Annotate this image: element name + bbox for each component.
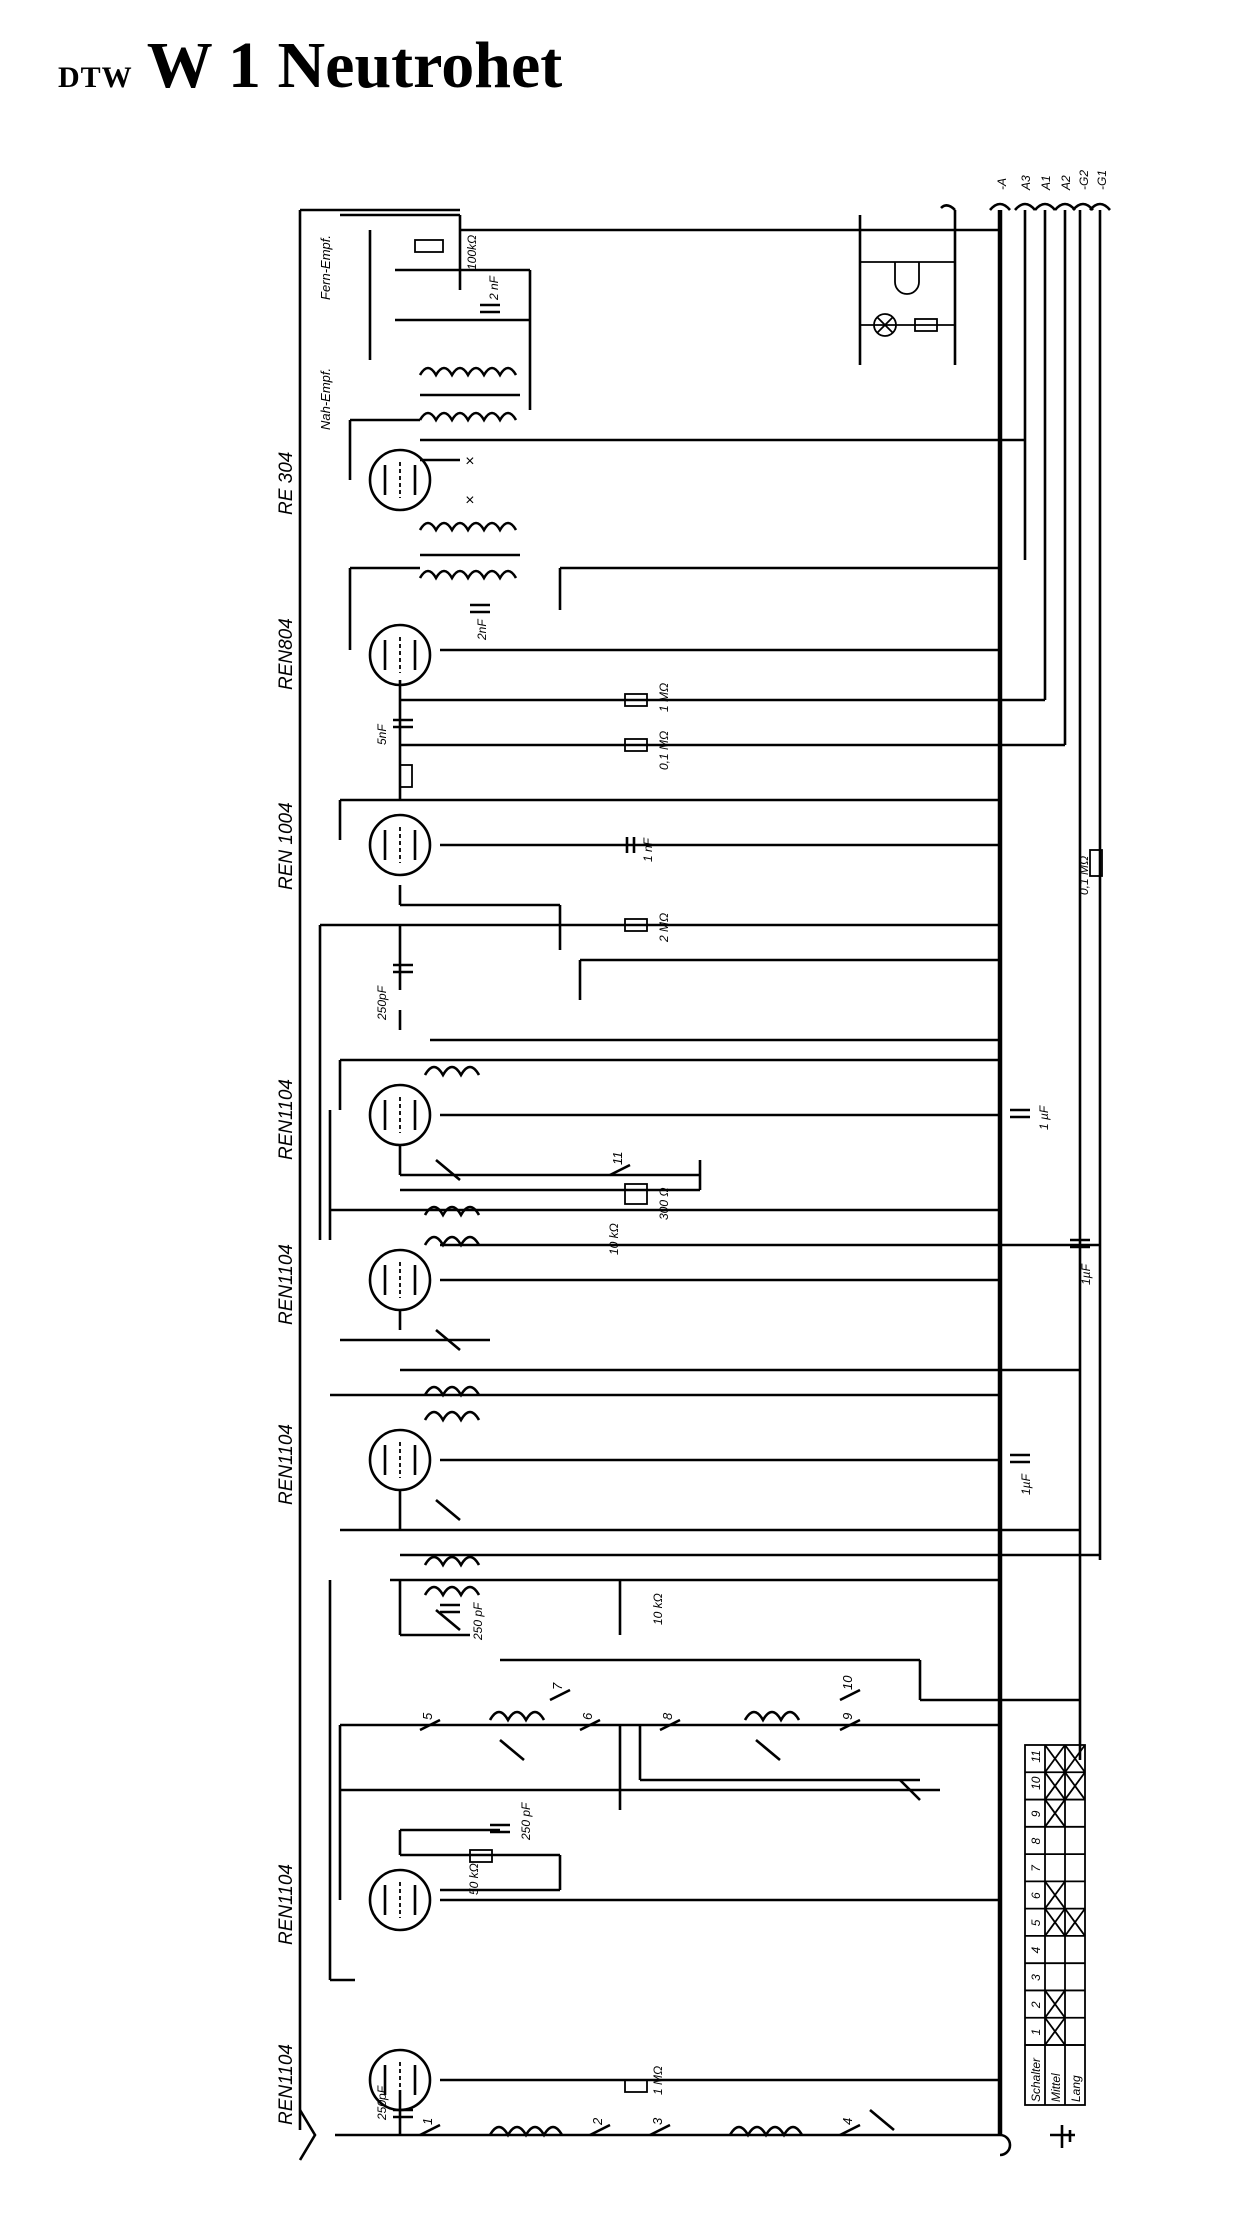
label-c-1nf: 1 nF: [641, 837, 655, 862]
label-r-300: 300 Ω: [657, 1188, 671, 1220]
table-col-header: 4: [1029, 1947, 1043, 1954]
label-c-2nf: 2 nF: [487, 275, 501, 301]
table-col-header: 10: [1029, 1776, 1043, 1790]
coil-symbols: [423, 1065, 804, 2138]
tube-label: REN1104: [276, 1079, 297, 1160]
label-c-250pf-c: 250 pF: [519, 1802, 533, 1841]
table-mark: [1044, 1771, 1066, 1801]
table-col-header: 1: [1029, 2029, 1043, 2036]
brand-label: DTW: [58, 61, 133, 94]
label-r-100k: 100kΩ: [465, 235, 479, 270]
switch-number: 10: [840, 1675, 855, 1690]
label-c-1uf-c: 1µF: [1019, 1473, 1033, 1495]
table-mark: [1064, 1771, 1086, 1801]
table-col-header: 7: [1029, 1864, 1043, 1872]
label-nah-empf: Nah-Empf.: [318, 368, 333, 430]
label-fern-empf: Fern-Empf.: [318, 235, 333, 300]
label-r-10k-b: 10 kΩ: [651, 1593, 665, 1625]
tube-labels: RE 304 REN804 REN 1004 REN1104 REN1104 R…: [276, 452, 297, 2125]
tube-label: REN1104: [276, 1424, 297, 1505]
tube-symbols: [368, 448, 432, 2112]
label-r-01m: 0,1 MΩ: [657, 731, 671, 770]
label-c-5nf: 5nF: [375, 724, 389, 745]
component-labels: Fern-Empf. Nah-Empf. 100kΩ 2 nF 2nF 5nF …: [318, 235, 1093, 2121]
switch-number: 8: [660, 1712, 675, 1720]
table-row-label: Lang: [1069, 2075, 1083, 2102]
table-col-header: 2: [1029, 2001, 1043, 2009]
label-c-1uf-a: 1 µF: [1037, 1105, 1051, 1130]
label-r-50k: 50 kΩ: [467, 1863, 481, 1895]
table-mark: [1044, 1799, 1066, 1828]
tube-label: REN1104: [276, 1864, 297, 1945]
tube-ren1004: [368, 813, 432, 877]
table-col-header: 9: [1029, 1810, 1043, 1817]
label-c-250pf-d: 250pF: [375, 2085, 389, 2121]
table-col-header: 8: [1029, 1837, 1043, 1844]
table-mark: [1044, 1744, 1066, 1773]
switch-number: 7: [550, 1682, 565, 1690]
switch-number: 2: [590, 2117, 605, 2126]
tube-re304: [368, 448, 432, 512]
table-col-header: 6: [1029, 1892, 1043, 1899]
tube-label: REN 1004: [276, 802, 297, 890]
label-r-10k: 10 kΩ: [607, 1223, 621, 1255]
label-c-2nf-b: 2nF: [475, 619, 489, 641]
tube-label: REN1104: [276, 2044, 297, 2125]
page-title: DTW W 1 Neutrohet: [58, 28, 562, 104]
table-col-header: 3: [1029, 1974, 1043, 1981]
label-r-1m-b: 1 MΩ: [651, 2066, 665, 2095]
main-wiring: × ×: [298, 202, 1111, 2137]
svg-text:×: ×: [465, 453, 474, 470]
tube-label: REN804: [276, 618, 297, 690]
switch-number: 1: [420, 2118, 435, 2125]
passive-components: [298, 603, 1103, 2161]
terminal-label: A2: [1059, 175, 1073, 191]
switch-numbers: 1 2 3 4 5 6 7 8 9 10 11: [420, 1152, 855, 2127]
switch-number: 4: [840, 2118, 855, 2125]
tube-label: REN1104: [276, 1244, 297, 1325]
model-label: W 1 Neutrohet: [146, 29, 563, 102]
terminal-label: A3: [1019, 175, 1033, 191]
tube-ren1104-if3: [368, 1428, 432, 1492]
switch-number: 3: [650, 2117, 665, 2125]
switch-number: 11: [610, 1152, 625, 1166]
table-mark: [1044, 2017, 1066, 2046]
table-mark: [1044, 1908, 1066, 1937]
switch-number: 5: [420, 1712, 435, 1720]
switch-number: 9: [840, 1713, 855, 1720]
label-c-1uf-b: 1µF: [1079, 1263, 1093, 1285]
terminal-label: A1: [1039, 175, 1053, 191]
terminal-labels: -A A3 A1 A2 -G2 -G1: [995, 170, 1109, 191]
terminal-label: -G1: [1095, 170, 1109, 190]
table-cells: 1 2 3 4 5 6 7 8 9 10 11: [1025, 1744, 1086, 2046]
label-r-1m: 1 MΩ: [657, 683, 671, 712]
label-r-2m: 2 MΩ: [657, 913, 671, 943]
table-mark: [1044, 1880, 1066, 1910]
table-col-header: 11: [1029, 1750, 1043, 1762]
tube-ren1104-osc: [368, 1868, 432, 1932]
svg-text:×: ×: [465, 492, 474, 509]
label-r-01m-right: 0,1 MΩ: [1077, 856, 1091, 895]
table-mark: [1064, 1744, 1086, 1773]
table-header-label: Schalter: [1029, 2057, 1043, 2102]
switch-table: 1 2 3 4 5 6 7 8 9 10 11 Schalter Mittel Lang: [1024, 1744, 1086, 2106]
terminal-label: -A: [995, 178, 1009, 190]
table-col-header: 5: [1029, 1919, 1043, 1926]
tube-label: RE 304: [276, 452, 297, 515]
label-c-250pf-a: 250pF: [375, 985, 389, 1021]
tube-ren1104-if1: [368, 1083, 432, 1147]
tube-ren1104-if2: [368, 1248, 432, 1312]
terminal-label: -G2: [1077, 170, 1091, 190]
table-row-label: Mittel: [1049, 2073, 1063, 2102]
table-mark: [1044, 1989, 1066, 2019]
label-c-250pf-b: 250 pF: [471, 1602, 485, 1641]
switch-number: 6: [580, 1712, 595, 1720]
table-mark: [1064, 1908, 1086, 1937]
tube-ren804: [368, 623, 432, 687]
